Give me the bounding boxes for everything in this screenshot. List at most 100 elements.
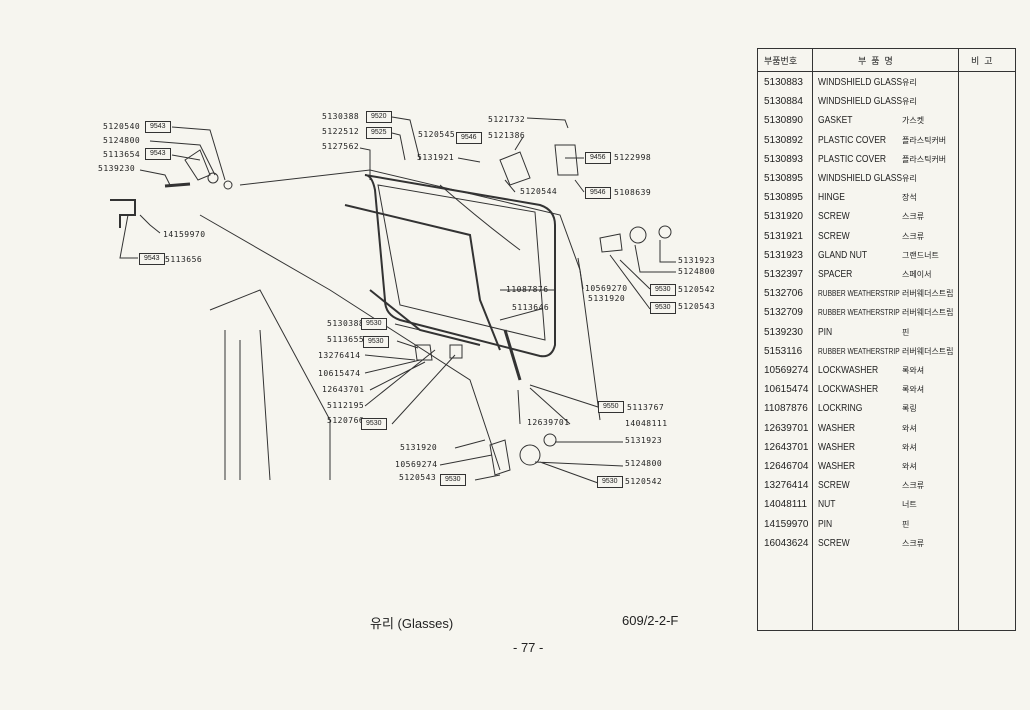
group-code-box: 9456	[585, 152, 611, 164]
part-name-en: LOCKRING	[818, 403, 863, 415]
part-name-ko: 유리	[902, 97, 917, 107]
part-name-en: LOCKWASHER	[818, 365, 879, 376]
part-name-en: WINDSHIELD GLASS	[818, 173, 903, 184]
part-name-en: SCREW	[818, 211, 850, 223]
part-number: 5130884	[764, 96, 803, 108]
part-label: 5139230	[98, 164, 136, 173]
part-name-en: SPACER	[818, 269, 853, 280]
part-name-ko: 와셔	[902, 442, 917, 452]
group-code-box: 9530	[650, 302, 676, 314]
table-header: 부품번호 부 품 명 비 고	[758, 49, 1015, 72]
part-label: 5113655	[327, 335, 365, 344]
part-name-ko: 스크류	[902, 231, 925, 241]
part-label: 5120542	[625, 477, 663, 486]
part-label: 5131921	[417, 153, 455, 162]
part-name-ko: 와셔	[902, 423, 917, 433]
part-label: 5120542	[678, 285, 716, 294]
part-label: 5108639	[614, 188, 652, 197]
part-name-ko: 스크류	[902, 212, 925, 222]
part-number: 5130890	[764, 115, 803, 127]
part-label: 5120543	[678, 302, 716, 311]
part-name-en: PIN	[818, 326, 833, 338]
part-label: 5131920	[588, 294, 626, 303]
part-label: 5113656	[165, 255, 203, 264]
part-number: 13276414	[764, 480, 809, 492]
part-name-ko: 유리	[902, 78, 917, 87]
part-label: 5122998	[614, 153, 652, 162]
part-label: 5120540	[103, 122, 141, 131]
part-label: 5127562	[322, 142, 360, 151]
part-label: 5112195	[327, 401, 365, 410]
part-label: 14159970	[163, 230, 206, 239]
table-row: 5132397 SPACER 스페이서	[758, 265, 1015, 284]
part-name-en: SCREW	[818, 230, 850, 242]
part-label: 5130388	[327, 319, 365, 328]
part-name-ko: 스페이서	[902, 270, 932, 279]
part-number: 5153116	[764, 345, 803, 357]
part-name-en: PIN	[818, 518, 833, 530]
part-number: 14159970	[764, 518, 809, 530]
part-number: 10615474	[764, 384, 809, 396]
part-name-ko: 러버웨더스트립	[902, 289, 954, 299]
part-number: 5131923	[764, 249, 803, 261]
part-label: 5122512	[322, 127, 360, 136]
group-code-box: 9530	[597, 476, 623, 488]
part-name-en: SCREW	[818, 480, 850, 492]
part-number: 5139230	[764, 326, 803, 338]
part-label: 5124800	[678, 267, 716, 276]
figure-caption: 유리 (Glasses)	[370, 616, 454, 631]
part-name-ko: 플라스틱커버	[902, 154, 947, 164]
part-number: 5130895	[764, 173, 803, 184]
part-name-en: LOCKWASHER	[818, 384, 879, 396]
part-label: 5131923	[625, 436, 663, 445]
part-label: 12643701	[322, 385, 365, 394]
group-code-box: 9543	[139, 253, 165, 265]
part-name-en: HINGE	[818, 192, 845, 204]
part-number: 16043624	[764, 537, 809, 549]
part-name-ko: 장석	[902, 193, 917, 203]
part-label: 5131920	[400, 443, 438, 452]
group-code-box: 9546	[585, 187, 611, 199]
part-number: 5131920	[764, 211, 803, 223]
group-code-box: 9543	[145, 148, 171, 160]
figure-code: 609/2-2-F	[622, 613, 679, 628]
table-row: 5131920 SCREW 스크류	[758, 207, 1015, 226]
part-label: 12639701	[527, 418, 570, 427]
part-name-ko: 핀	[902, 519, 910, 529]
part-label: 5113654	[103, 150, 141, 159]
group-code-box: 9525	[366, 127, 392, 139]
part-label: 5121386	[488, 131, 526, 140]
part-label: 5124800	[625, 459, 663, 468]
part-name-ko: 유리	[902, 174, 917, 183]
part-label: 5130388	[322, 112, 360, 121]
part-label: 5113646	[512, 303, 550, 312]
part-label: 10569274	[395, 460, 438, 469]
group-code-box: 9550	[598, 401, 624, 413]
part-name-ko: 록와셔	[902, 366, 925, 375]
part-name-en: RUBBER WEATHERSTRIP	[818, 307, 900, 318]
part-number: 5132397	[764, 269, 803, 280]
part-number: 5132706	[764, 288, 803, 300]
part-name-ko: 러버웨더스트립	[902, 308, 954, 318]
part-number: 5130883	[764, 77, 803, 88]
part-label: 13276414	[318, 351, 361, 360]
part-number: 5130892	[764, 134, 803, 146]
part-label: 5113767	[627, 403, 665, 412]
part-name-en: GASKET	[818, 115, 853, 127]
part-name-en: RUBBER WEATHERSTRIP	[818, 288, 900, 299]
part-name-en: WINDSHIELD GLASS	[818, 77, 903, 88]
